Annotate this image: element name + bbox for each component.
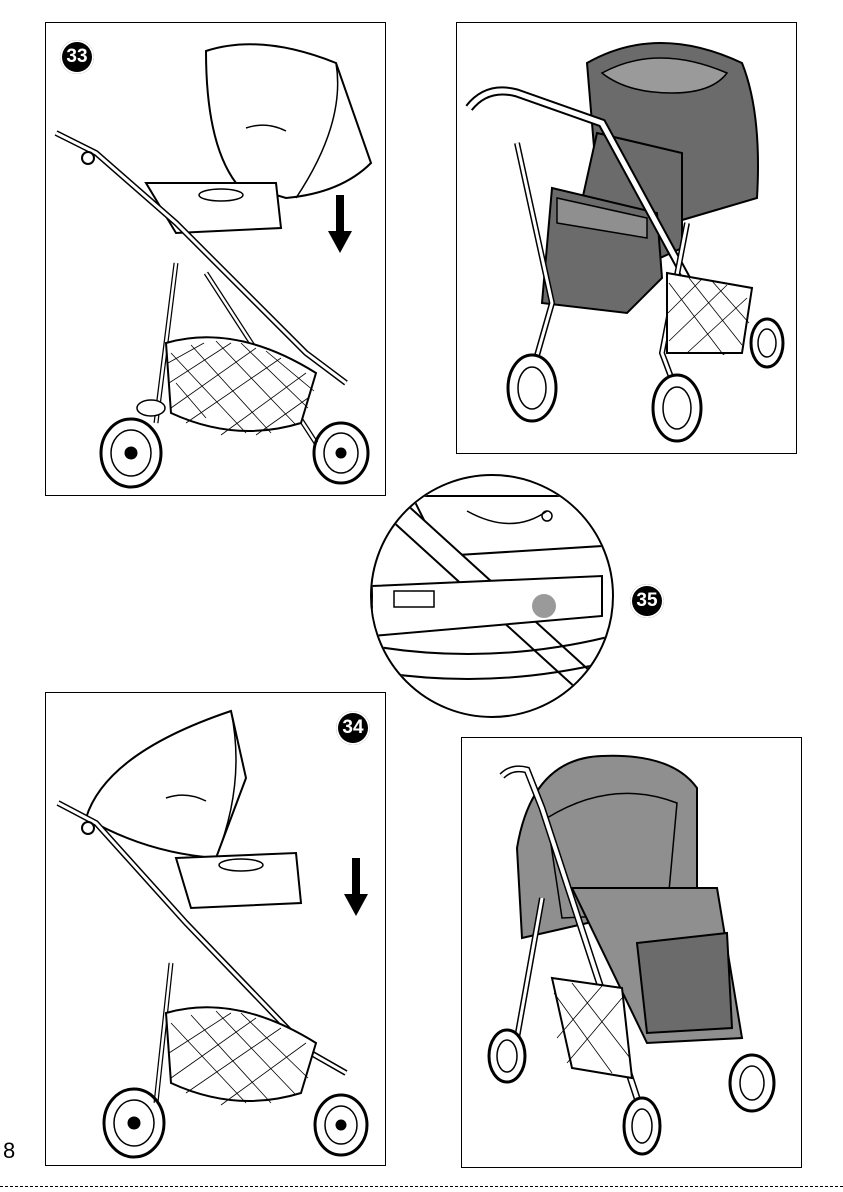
stroller-carrycot-illustration-34 [46, 693, 386, 1166]
rear-wheel [101, 419, 161, 487]
down-arrow-icon [344, 858, 368, 918]
stroller-carrycot-illustration-33 [46, 23, 386, 496]
detail-zoom-circle [370, 474, 614, 718]
cut-line [0, 1186, 843, 1187]
down-arrow-icon [328, 195, 352, 255]
panel-seat-installed-top [456, 22, 797, 454]
stroller-seat-rear-facing-illustration [462, 738, 802, 1168]
step-35-badge: 35 [630, 584, 664, 618]
panel-seat-installed-bottom [461, 737, 802, 1168]
step-35-label: 35 [636, 590, 657, 612]
stroller-seat-illustration [457, 23, 797, 454]
page-number: 8 [3, 1138, 15, 1164]
panel-step-33: 33 [45, 22, 386, 496]
panel-step-34: 34 [45, 692, 386, 1166]
latch-detail-illustration [372, 476, 612, 716]
